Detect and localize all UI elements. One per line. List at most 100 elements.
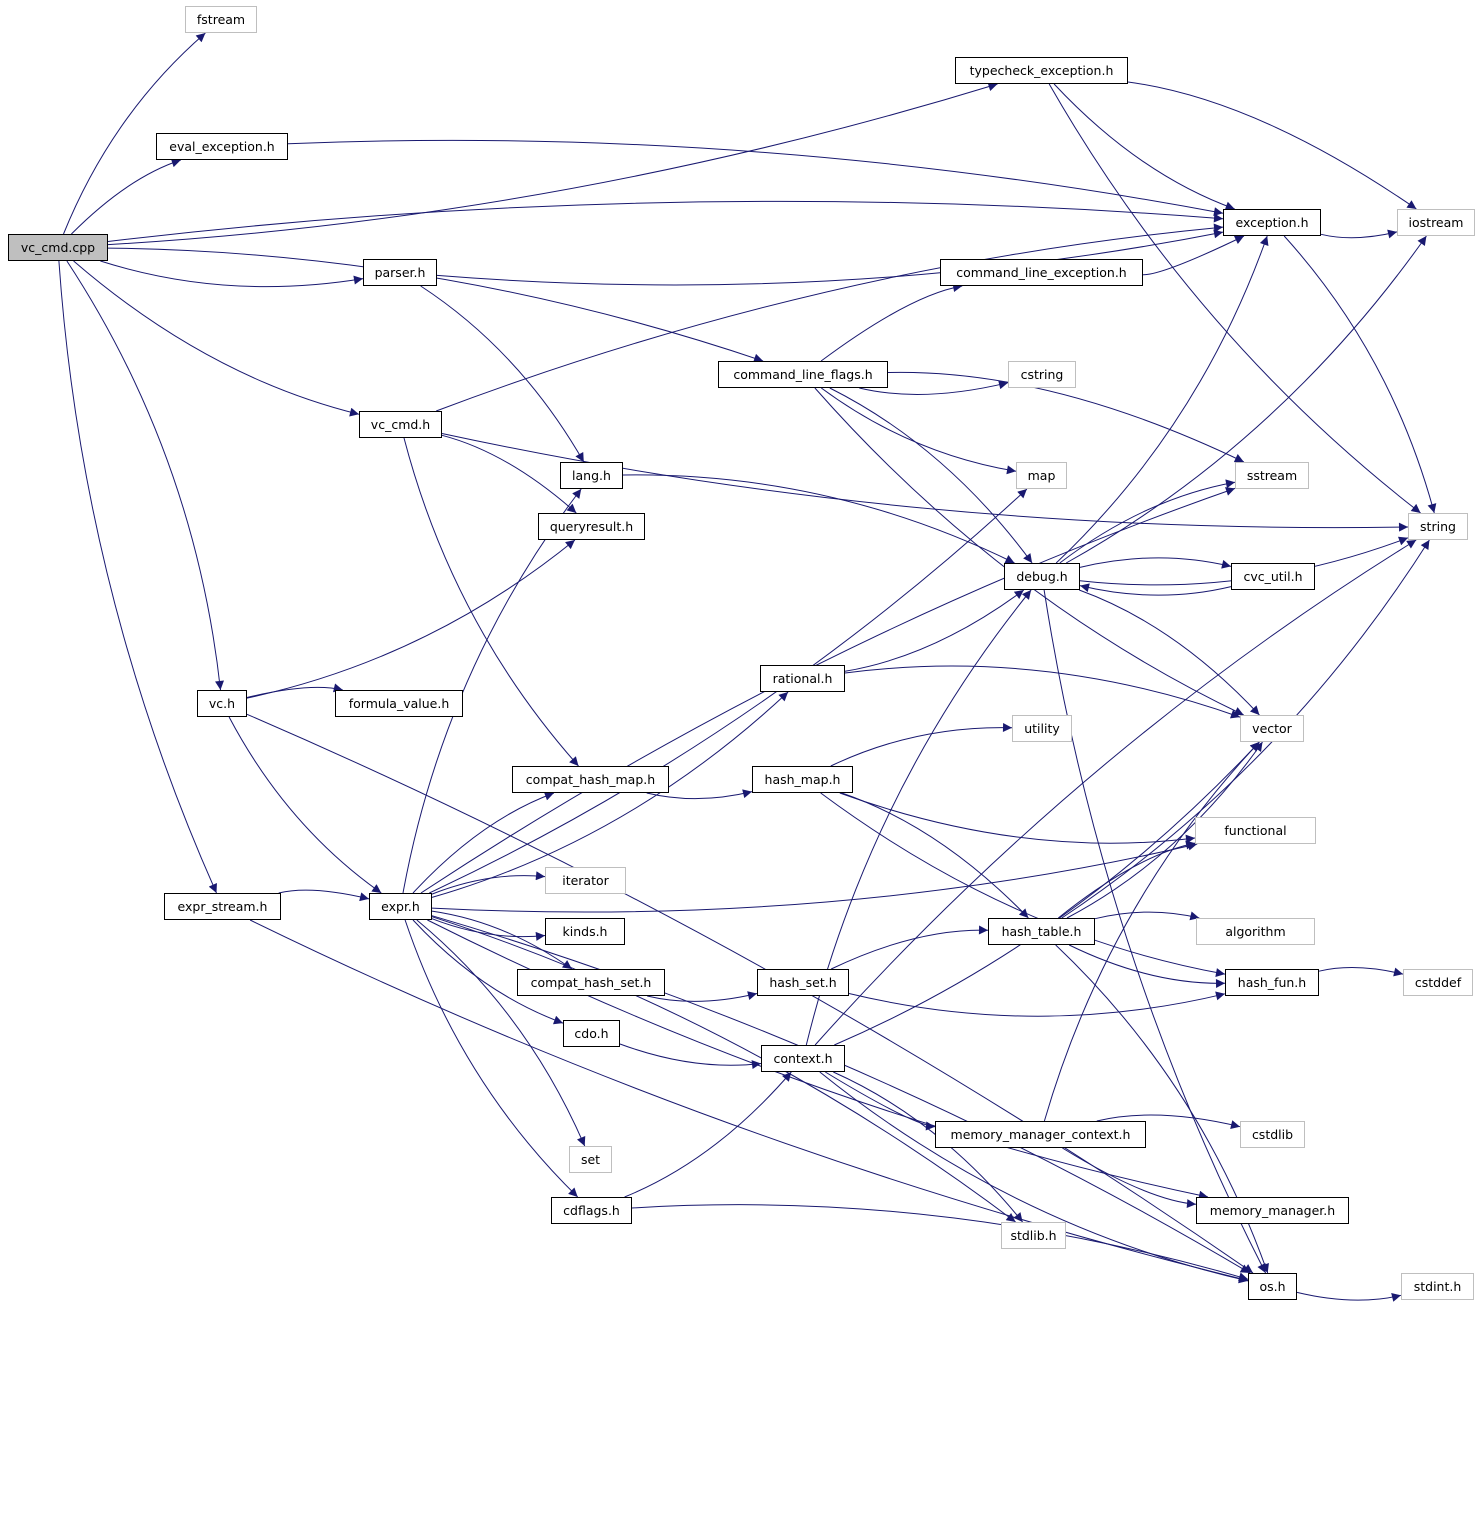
edge-hash-map-h-to-utility [830,722,1013,767]
node-hash-table-h[interactable]: hash_table.h [988,918,1095,945]
edge-vc-cmd-h-to-exception-h [436,223,1224,412]
edge-context-h-to-memory-manager-context-h [825,1071,936,1131]
node-stdint-h: stdint.h [1401,1273,1474,1300]
edge-command-line-flags-h-to-sstream [887,371,1245,463]
edge-vc-h-to-expr-h [228,716,382,894]
node-utility: utility [1012,715,1072,742]
edge-expr-stream-h-to-os-h [249,919,1249,1283]
edge-hash-map-h-to-functional [839,792,1196,844]
edge-hash-set-h-to-hash-fun-h [848,991,1226,1017]
node-typecheck-exception-h[interactable]: typecheck_exception.h [955,57,1128,84]
edge-vc-h-to-formula-value-h [246,683,343,698]
node-hash-map-h[interactable]: hash_map.h [752,766,853,793]
edge-cdflags-h-to-os-h [631,1204,1249,1282]
node-hash-set-h[interactable]: hash_set.h [757,969,849,996]
node-kinds-h[interactable]: kinds.h [545,918,625,945]
node-fstream: fstream [185,6,257,33]
node-lang-h[interactable]: lang.h [560,462,623,489]
edge-command-line-flags-h-to-vector [814,387,1244,716]
edge-debug-h-to-iostream [1065,235,1427,564]
edge-vc-cmd-cpp-to-typecheck-exception-h [107,82,998,246]
edge-expr-h-to-cdo-h [412,919,564,1025]
node-compat-hash-set-h[interactable]: compat_hash_set.h [517,969,665,996]
edge-eval-exception-h-to-exception-h [287,139,1224,217]
edge-vc-cmd-cpp-to-parser-h [100,260,364,288]
node-rational-h[interactable]: rational.h [760,665,845,692]
edge-expr-h-to-stdlib-h [431,916,1016,1223]
edge-memory-manager-context-h-to-memory-manager-h [1062,1147,1197,1209]
node-memory-manager-context-h[interactable]: memory_manager_context.h [935,1121,1146,1148]
edge-rational-h-to-vector [844,665,1241,719]
node-expr-h[interactable]: expr.h [369,893,432,920]
node-map: map [1016,462,1067,489]
node-cstdlib: cstdlib [1240,1121,1305,1148]
edge-vc-cmd-h-to-queryresult-h [441,434,577,514]
edge-command-line-flags-h-to-debug-h [829,387,1033,564]
edge-expr-h-to-sstream [420,487,1236,894]
edge-expr-h-to-rational-h [431,691,789,898]
node-compat-hash-map-h[interactable]: compat_hash_map.h [512,766,669,793]
edge-debug-h-to-exception-h [1055,235,1269,564]
edge-cdflags-h-to-context-h [624,1071,792,1198]
node-cdflags-h[interactable]: cdflags.h [551,1197,632,1224]
node-parser-h[interactable]: parser.h [363,259,437,286]
edge-hash-table-h-to-algorithm [1094,911,1200,921]
edge-vc-cmd-cpp-to-fstream [63,32,206,235]
node-exception-h[interactable]: exception.h [1223,209,1321,236]
node-expr-stream-h[interactable]: expr_stream.h [164,893,281,920]
edge-context-h-to-vector [834,741,1260,1046]
edge-vc-cmd-cpp-to-exception-h [107,200,1224,242]
node-vc-cmd-cpp[interactable]: vc_cmd.cpp [8,234,108,261]
edge-context-h-to-string [814,539,1417,1046]
node-cstring: cstring [1008,361,1076,388]
edge-exception-h-to-iostream [1320,229,1398,239]
node-command-line-exception-h[interactable]: command_line_exception.h [940,259,1143,286]
node-set: set [569,1146,612,1173]
node-algorithm: algorithm [1196,918,1315,945]
edge-compat-hash-map-h-to-hash-map-h [646,789,753,800]
node-formula-value-h[interactable]: formula_value.h [335,690,463,717]
edge-command-line-flags-h-to-cstring [859,380,1009,395]
node-cvc-util-h[interactable]: cvc_util.h [1231,563,1315,590]
node-vc-cmd-h[interactable]: vc_cmd.h [359,411,442,438]
edges-layer [58,32,1437,1302]
node-hash-fun-h[interactable]: hash_fun.h [1225,969,1319,996]
node-eval-exception-h[interactable]: eval_exception.h [156,133,288,160]
edge-parser-h-to-lang-h [420,285,585,463]
edge-compat-hash-set-h-to-hash-set-h [647,991,758,1002]
edge-memory-manager-context-h-to-cstdlib [1096,1114,1241,1129]
node-os-h[interactable]: os.h [1248,1273,1297,1300]
edge-lang-h-to-debug-h [622,474,1015,564]
node-debug-h[interactable]: debug.h [1004,563,1080,590]
edge-debug-h-to-vector [1079,589,1260,716]
edge-command-line-flags-h-to-map [821,387,1017,475]
edge-os-h-to-stdint-h [1296,1291,1402,1302]
edge-command-line-flags-h-to-command-line-exception-h [820,283,963,362]
edge-vc-cmd-cpp-to-vc-cmd-h [73,260,360,417]
edge-expr-h-to-functional [431,841,1198,913]
edge-vc-cmd-cpp-to-expr-stream-h [58,260,217,894]
node-cstddef: cstddef [1403,969,1473,996]
node-command-line-flags-h[interactable]: command_line_flags.h [718,361,888,388]
edge-vc-cmd-cpp-to-eval-exception-h [71,158,181,235]
node-vc-h[interactable]: vc.h [197,690,247,717]
edge-context-h-to-os-h [819,1071,1249,1284]
edge-memory-manager-context-h-to-vector [1043,741,1260,1122]
node-vector: vector [1240,715,1304,742]
edge-cdo-h-to-context-h [619,1043,762,1070]
edge-expr-h-to-compat-hash-map-h [412,791,555,894]
edge-typecheck-exception-h-to-string [1048,83,1421,514]
edge-debug-h-to-sstream [1059,479,1236,564]
node-string: string [1408,513,1468,540]
edge-rational-h-to-debug-h [844,589,1025,672]
node-memory-manager-h[interactable]: memory_manager.h [1196,1197,1349,1224]
node-context-h[interactable]: context.h [761,1045,845,1072]
edge-hash-set-h-to-hash-table-h [830,925,989,970]
node-cdo-h[interactable]: cdo.h [563,1020,620,1047]
node-queryresult-h[interactable]: queryresult.h [538,513,645,540]
node-iostream: iostream [1397,209,1475,236]
edge-expr-stream-h-to-expr-h [278,889,370,902]
edge-hash-map-h-to-hash-fun-h [820,792,1226,977]
edge-expr-h-to-cdflags-h [404,919,579,1198]
